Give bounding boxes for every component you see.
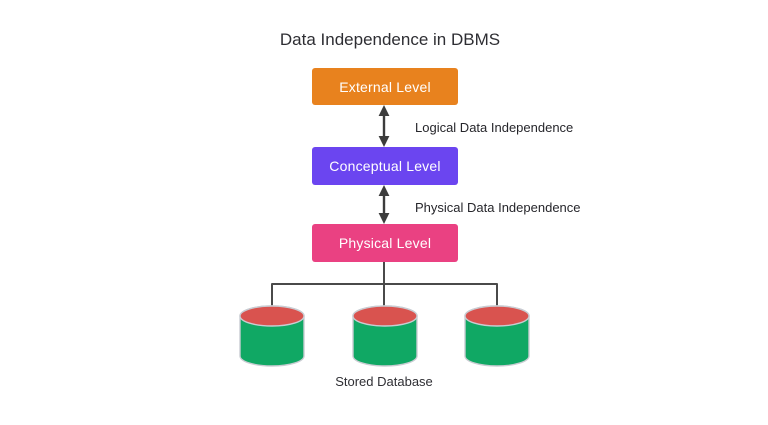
external-level-box: External Level [312,68,458,105]
database-cylinder-icon [239,305,305,367]
double-arrow-icon [378,105,390,147]
conceptual-level-box: Conceptual Level [312,147,458,185]
database-cylinder-icon [464,305,530,367]
conceptual-level-label: Conceptual Level [329,158,441,174]
physical-independence-label: Physical Data Independence [415,200,581,215]
diagram-title: Data Independence in DBMS [279,30,501,49]
connector-lines [271,262,498,308]
stored-database-label: Stored Database [335,374,433,389]
external-level-label: External Level [339,78,431,95]
physical-level-label: Physical Level [338,235,432,251]
database-cylinder-icon [352,305,418,367]
double-arrow-icon [378,185,390,224]
logical-independence-label: Logical Data Independence [415,120,574,135]
physical-level-box: Physical Level [312,224,458,262]
